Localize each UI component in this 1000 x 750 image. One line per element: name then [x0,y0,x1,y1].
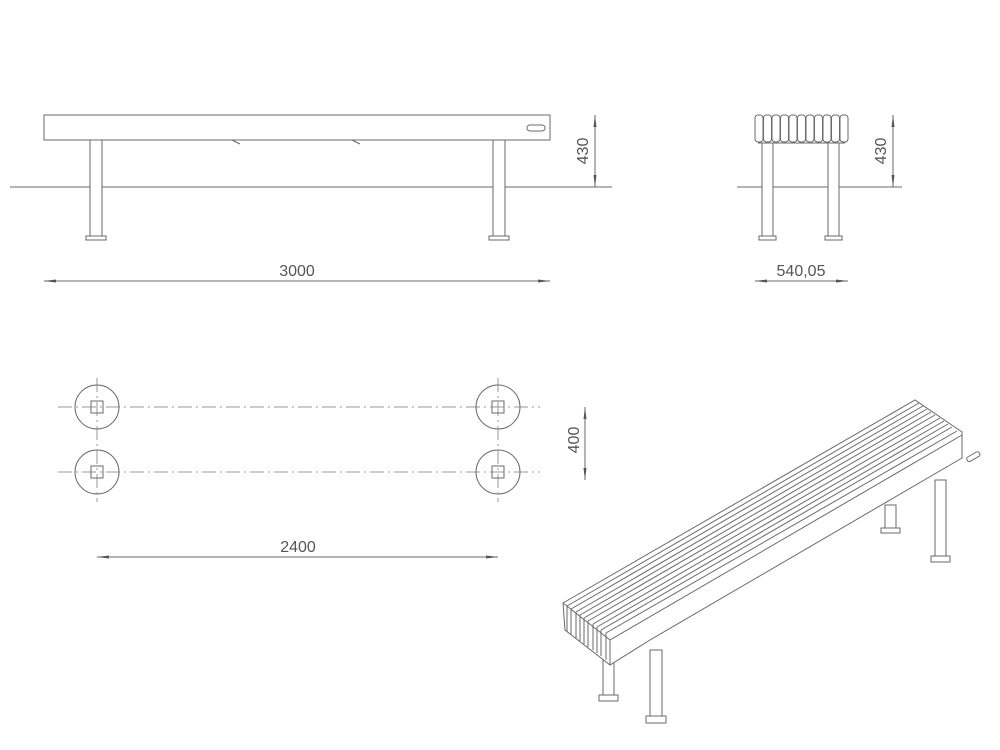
side-view: 430 540,05 [737,114,902,283]
foot-left [85,235,107,241]
foot-right [488,235,510,241]
logo-plate [966,451,981,463]
leg-footprints [74,384,521,495]
height-dimension-label: 430 [575,138,592,165]
isometric-view [562,399,981,724]
leg-back-left [884,504,897,531]
width-dimension-label: 540,05 [777,263,826,280]
iso-slats [566,402,958,660]
height-dimension-label: 430 [873,138,890,165]
seat [43,114,551,141]
plan-view: 400 2400 [58,378,587,559]
leg-left [761,142,774,239]
logo-plate [526,124,546,132]
leg-left [89,139,103,239]
leg-back-right [934,479,947,559]
width-spacing-dimension-label: 400 [566,427,583,454]
length-spacing-dimension-label: 2400 [280,539,316,556]
front-view: 430 3000 [10,114,612,283]
foot-left [758,235,777,241]
length-dimension-label: 3000 [279,263,315,280]
seat-brackets [75,139,520,145]
foot-right [824,235,843,241]
leg-right [827,142,840,239]
leg-front-right [649,649,663,719]
seat-slats [754,114,849,143]
leg-right [492,139,506,239]
seat-body [562,399,963,666]
